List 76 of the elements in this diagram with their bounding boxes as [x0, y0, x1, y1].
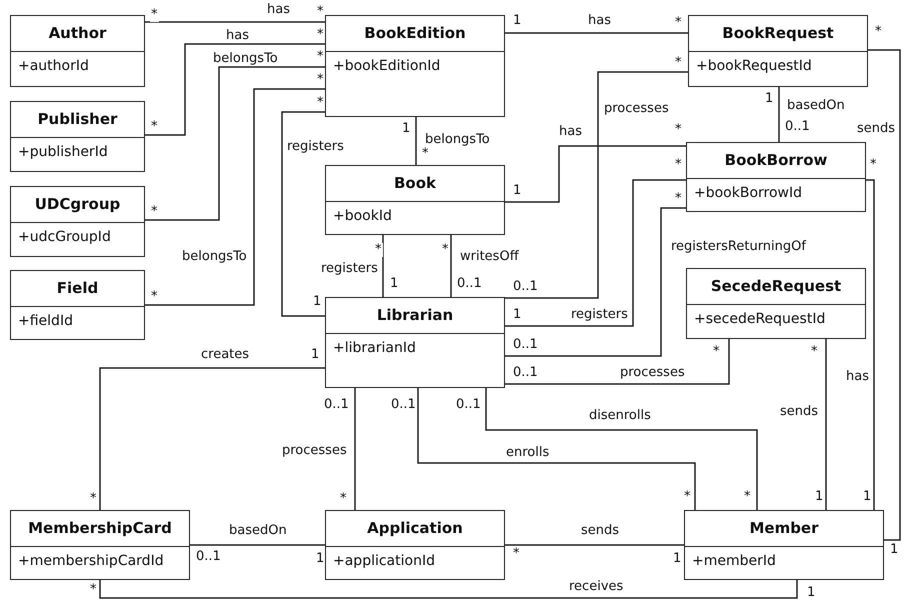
class-name: Publisher [11, 102, 144, 138]
association-line [99, 580, 798, 599]
association-line [825, 339, 827, 510]
class-box [325, 510, 505, 580]
attribute-text: +bookId [332, 207, 393, 226]
attribute-text: +publisherId [17, 143, 109, 162]
class-name: UDCgroup [11, 187, 144, 223]
edge-label: belongsTo [181, 250, 248, 264]
association-line [866, 179, 875, 510]
class-box [10, 270, 145, 340]
edge-label: processes [281, 444, 348, 458]
edge-label: registers [570, 308, 629, 322]
class-box [686, 268, 866, 339]
association-line [868, 49, 901, 541]
class-name: Application [326, 511, 504, 547]
association-line [145, 88, 325, 306]
association-line [505, 544, 684, 546]
attribute-text: +fieldId [17, 312, 74, 331]
association-line [485, 388, 758, 510]
class-name: BookBorrow [687, 143, 865, 179]
class-box [686, 142, 866, 212]
association-line [145, 21, 325, 23]
edge-label: processes [603, 102, 670, 116]
class-name: BookEdition [326, 16, 504, 52]
class-name: Book [326, 166, 504, 202]
edge-label: belongsTo [424, 133, 491, 147]
association-line [505, 179, 686, 327]
attribute-text: +secedeRequestId [693, 310, 826, 329]
association-line [190, 544, 325, 546]
class-name: MembershipCard [11, 511, 189, 547]
association-line [354, 388, 356, 510]
association-line [145, 66, 325, 221]
class-box [325, 165, 505, 235]
attribute-text: +librarianId [332, 339, 417, 358]
association-line [505, 145, 686, 203]
edge-label: registers [320, 262, 379, 276]
class-name: SecedeRequest [687, 269, 865, 305]
attribute-text: +bookRequestId [695, 57, 813, 76]
edge-label: processes [619, 366, 686, 380]
association-line [145, 43, 325, 136]
association-line [450, 235, 452, 297]
association-line [415, 117, 417, 165]
class-name: Author [11, 16, 144, 52]
attribute-text: +membershipCardId [17, 552, 165, 571]
class-box [10, 186, 145, 257]
class-name: Librarian [326, 298, 504, 334]
association-line [417, 388, 696, 510]
class-name: Member [685, 511, 883, 547]
attribute-text: +bookBorrowId [693, 184, 804, 203]
class-box [10, 101, 145, 172]
edge-label: registersReturningOf [670, 240, 807, 254]
class-name: Field [11, 271, 144, 307]
multiplicity-label: * [150, 8, 158, 22]
association-line [505, 71, 688, 299]
association-line [281, 111, 325, 317]
class-box [684, 510, 884, 580]
class-box [10, 15, 145, 87]
attribute-text: +udcGroupId [17, 228, 112, 247]
attribute-text: +bookEditionId [332, 57, 442, 76]
attribute-text: +applicationId [332, 552, 436, 571]
class-box [325, 297, 505, 388]
association-line [99, 367, 325, 510]
association-line [382, 235, 384, 297]
class-box [688, 15, 868, 87]
association-line [778, 87, 780, 142]
attribute-text: +memberId [691, 552, 777, 571]
edge-label: belongsTo [212, 52, 279, 66]
association-line [505, 32, 688, 34]
association-line [505, 207, 686, 357]
class-box [325, 15, 505, 117]
multiplicity-label: * [374, 243, 382, 257]
edge-label: registers [286, 140, 345, 154]
class-name: BookRequest [689, 16, 867, 52]
class-box [10, 510, 190, 580]
attribute-text: +authorId [17, 57, 90, 76]
association-line [505, 339, 730, 385]
